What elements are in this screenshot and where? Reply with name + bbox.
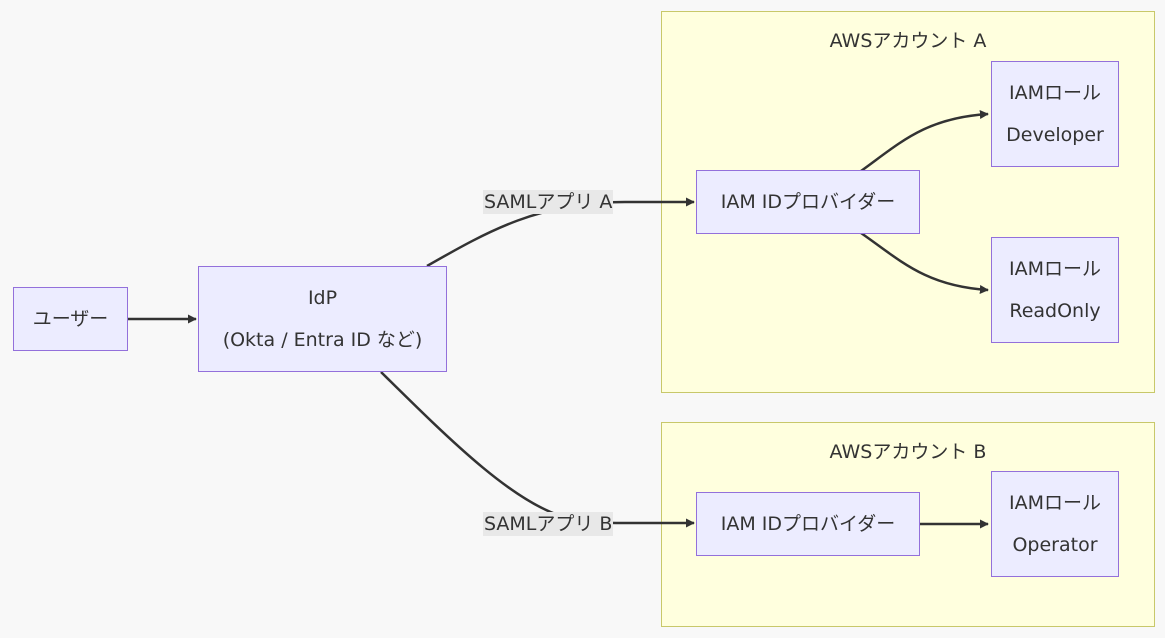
node-user[interactable]: ユーザー (13, 287, 128, 351)
node-idp-line1: IdP (307, 287, 338, 309)
node-iam-role-readonly-line2: ReadOnly (1009, 300, 1101, 322)
node-iam-role-operator-line2: Operator (1012, 534, 1098, 556)
node-iam-role-developer[interactable]: IAMロール Developer (991, 61, 1119, 167)
node-idp-line2: (Okta / Entra ID など) (222, 329, 423, 351)
node-iam-id-provider-a-label: IAM IDプロバイダー (720, 191, 896, 213)
edge-idprov-a-to-readonly (860, 231, 989, 294)
node-idp[interactable]: IdP (Okta / Entra ID など) (198, 266, 447, 372)
edge-label-saml-b: SAMLアプリ B (483, 512, 614, 536)
node-iam-role-developer-line2: Developer (1006, 124, 1104, 146)
node-user-label: ユーザー (32, 308, 109, 330)
aws-account-b-title: AWSアカウント B (829, 441, 987, 463)
edge-idp-to-idprov-b (380, 371, 695, 528)
node-iam-role-developer-line1: IAMロール (1009, 82, 1101, 104)
edge-idprov-a-to-developer (860, 110, 989, 173)
node-iam-role-readonly[interactable]: IAMロール ReadOnly (991, 237, 1119, 343)
node-iam-role-operator[interactable]: IAMロール Operator (991, 471, 1119, 577)
node-iam-id-provider-a[interactable]: IAM IDプロバイダー (696, 170, 920, 234)
aws-account-a-title: AWSアカウント A (829, 30, 987, 52)
node-iam-id-provider-b-label: IAM IDプロバイダー (720, 513, 896, 535)
node-iam-id-provider-b[interactable]: IAM IDプロバイダー (696, 492, 920, 556)
node-iam-role-readonly-line1: IAMロール (1009, 258, 1101, 280)
edge-label-saml-a: SAMLアプリ A (483, 190, 614, 214)
node-iam-role-operator-line1: IAMロール (1009, 492, 1101, 514)
